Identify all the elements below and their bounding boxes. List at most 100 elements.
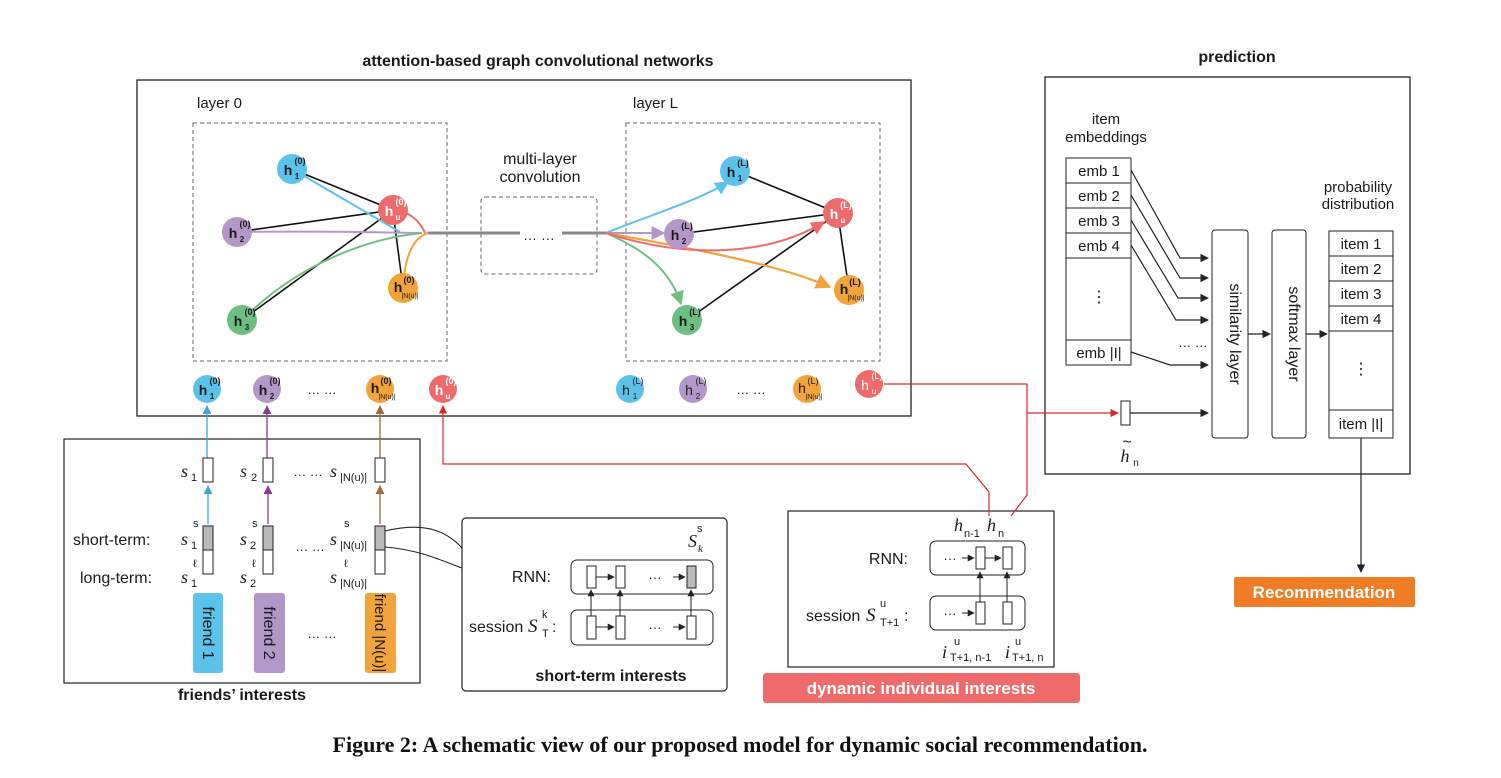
item-4: item 4 — [1341, 311, 1382, 328]
layerL-label: layer L — [633, 95, 678, 112]
svg-text:2: 2 — [696, 392, 701, 401]
friends-title: friends’ interests — [178, 687, 306, 704]
s2s-label: s — [240, 529, 247, 549]
svg-text:(0): (0) — [245, 307, 256, 317]
svg-text:(0): (0) — [404, 275, 415, 285]
layerL-node-hN: h (L) |N(u)| — [834, 275, 865, 305]
row0-node-h1: h (0) 1 — [193, 375, 221, 403]
prediction-title: prediction — [1198, 49, 1275, 66]
row0-node-h2: h (0) 2 — [253, 375, 281, 403]
emb-to-similarity-arrows — [1130, 169, 1209, 370]
short-session-colon: : — [552, 619, 556, 636]
dynamic-h-n1: h — [954, 515, 963, 535]
sNl-sub: |N(u)| — [340, 578, 367, 590]
sNl-sup: ℓ — [344, 558, 348, 570]
svg-text:3: 3 — [690, 323, 695, 332]
rowL-node-hN: h (L) |N(u)| — [793, 375, 823, 403]
svg-text:(L): (L) — [840, 200, 852, 210]
dynamic-session-sup: u — [880, 598, 886, 610]
friend1-vectors — [202, 525, 214, 575]
probability-table — [1328, 230, 1394, 439]
svg-text:|N(u)|: |N(u)| — [805, 394, 822, 401]
rowL-node-h1: h (L) 1 — [616, 375, 644, 403]
recommendation-label: Recommendation — [1253, 583, 1396, 602]
friend2-badge — [254, 593, 285, 673]
item-dots: ⋮ — [1353, 361, 1369, 378]
s1s-sub: 1 — [191, 540, 197, 552]
svg-text:h: h — [685, 382, 693, 398]
dynamic-i2-sup: u — [1015, 636, 1021, 648]
svg-text:h: h — [234, 313, 243, 329]
gcn-panel — [136, 79, 912, 417]
rowL-dots: … … — [736, 382, 766, 397]
convolution-label: convolution — [500, 169, 581, 186]
svg-text:(L): (L) — [849, 277, 861, 287]
layerL-node-h2: h (L) 2 — [664, 219, 694, 249]
svg-text:(0): (0) — [396, 197, 407, 207]
short-session-box — [570, 609, 714, 646]
svg-text:h: h — [622, 382, 630, 398]
short-term-title: short-term interests — [535, 668, 686, 685]
s2s-sub: 2 — [250, 540, 256, 552]
similarity-layer-label: similarity layer — [1226, 283, 1243, 385]
friendN-label: friend |N(u)| — [371, 594, 388, 673]
svg-text:(L): (L) — [737, 158, 749, 168]
short-rnn-label: RNN: — [512, 569, 551, 586]
emb-1: emb 1 — [1078, 163, 1120, 180]
svg-text:2: 2 — [240, 235, 245, 244]
hn-tilde-sub: n — [1133, 458, 1139, 469]
s2s-sup: s — [252, 518, 258, 530]
hn-tilde-label: h — [1121, 446, 1130, 466]
svg-text:u: u — [446, 392, 451, 401]
layer0-node-h2: h (0) 2 — [222, 217, 252, 247]
hn-tilde-vector — [1120, 400, 1131, 426]
short-session-sup: k — [542, 609, 548, 621]
layer0-edges — [236, 168, 429, 321]
layer0-label: layer 0 — [197, 95, 242, 112]
svg-text:(0): (0) — [270, 376, 281, 386]
hn-to-huL-line — [884, 383, 1028, 517]
svg-text:(L): (L) — [872, 371, 883, 381]
emb-2: emb 2 — [1078, 188, 1120, 205]
svg-text:u: u — [872, 387, 876, 396]
item-1: item 1 — [1341, 236, 1382, 253]
rowL-node-h2: h (L) 2 — [679, 375, 707, 403]
short-top-sub: k — [698, 543, 704, 555]
svg-text:h: h — [259, 382, 268, 398]
svg-text:(L): (L) — [681, 221, 693, 231]
dynamic-i2: i — [1005, 642, 1010, 662]
friend2-label: friend 2 — [260, 606, 277, 659]
multi-layer-dots: … … — [523, 227, 555, 243]
dynamic-session-S: S — [866, 605, 876, 626]
item-2: item 2 — [1341, 261, 1382, 278]
s1l-sup: ℓ — [193, 558, 197, 570]
row0-node-hu: h (0) u — [429, 375, 457, 403]
friends-top-dots: … … — [293, 464, 323, 479]
layerL-node-h3: h (L) 3 — [672, 305, 702, 335]
dynamic-session-dots: ··· — [944, 606, 957, 621]
s1-vector — [202, 457, 214, 483]
short-rnn-dots: ··· — [649, 570, 662, 585]
s2l-label: s — [240, 567, 247, 587]
item-embeddings-label-2: embeddings — [1065, 129, 1147, 146]
dynamic-rnn-dots: ··· — [944, 551, 957, 566]
multi-layer-label: multi-layer — [503, 151, 577, 168]
svg-text:h: h — [727, 164, 736, 180]
callout-curve-bottom — [384, 546, 463, 569]
svg-text:h: h — [371, 380, 380, 396]
s2l-sub: 2 — [250, 578, 256, 590]
dynamic-i2-sub: T+1, n — [1012, 652, 1044, 664]
sNl-label: s — [330, 567, 337, 587]
row0-node-hN: h (0) |N(u)| — [366, 375, 396, 403]
rowL-node-hu: h (L) u — [855, 370, 883, 398]
sN-vector — [374, 457, 386, 483]
layer0-box — [192, 122, 448, 362]
short-top-sup: s — [697, 523, 703, 535]
dynamic-i1-sup: u — [954, 636, 960, 648]
svg-text:1: 1 — [295, 172, 300, 181]
short-session-label: session — [469, 619, 523, 636]
s1l-label: s — [181, 567, 188, 587]
row0-dots: … … — [307, 382, 337, 397]
long-term-label: long-term: — [80, 570, 152, 587]
sNs-sub: |N(u)| — [340, 540, 367, 552]
